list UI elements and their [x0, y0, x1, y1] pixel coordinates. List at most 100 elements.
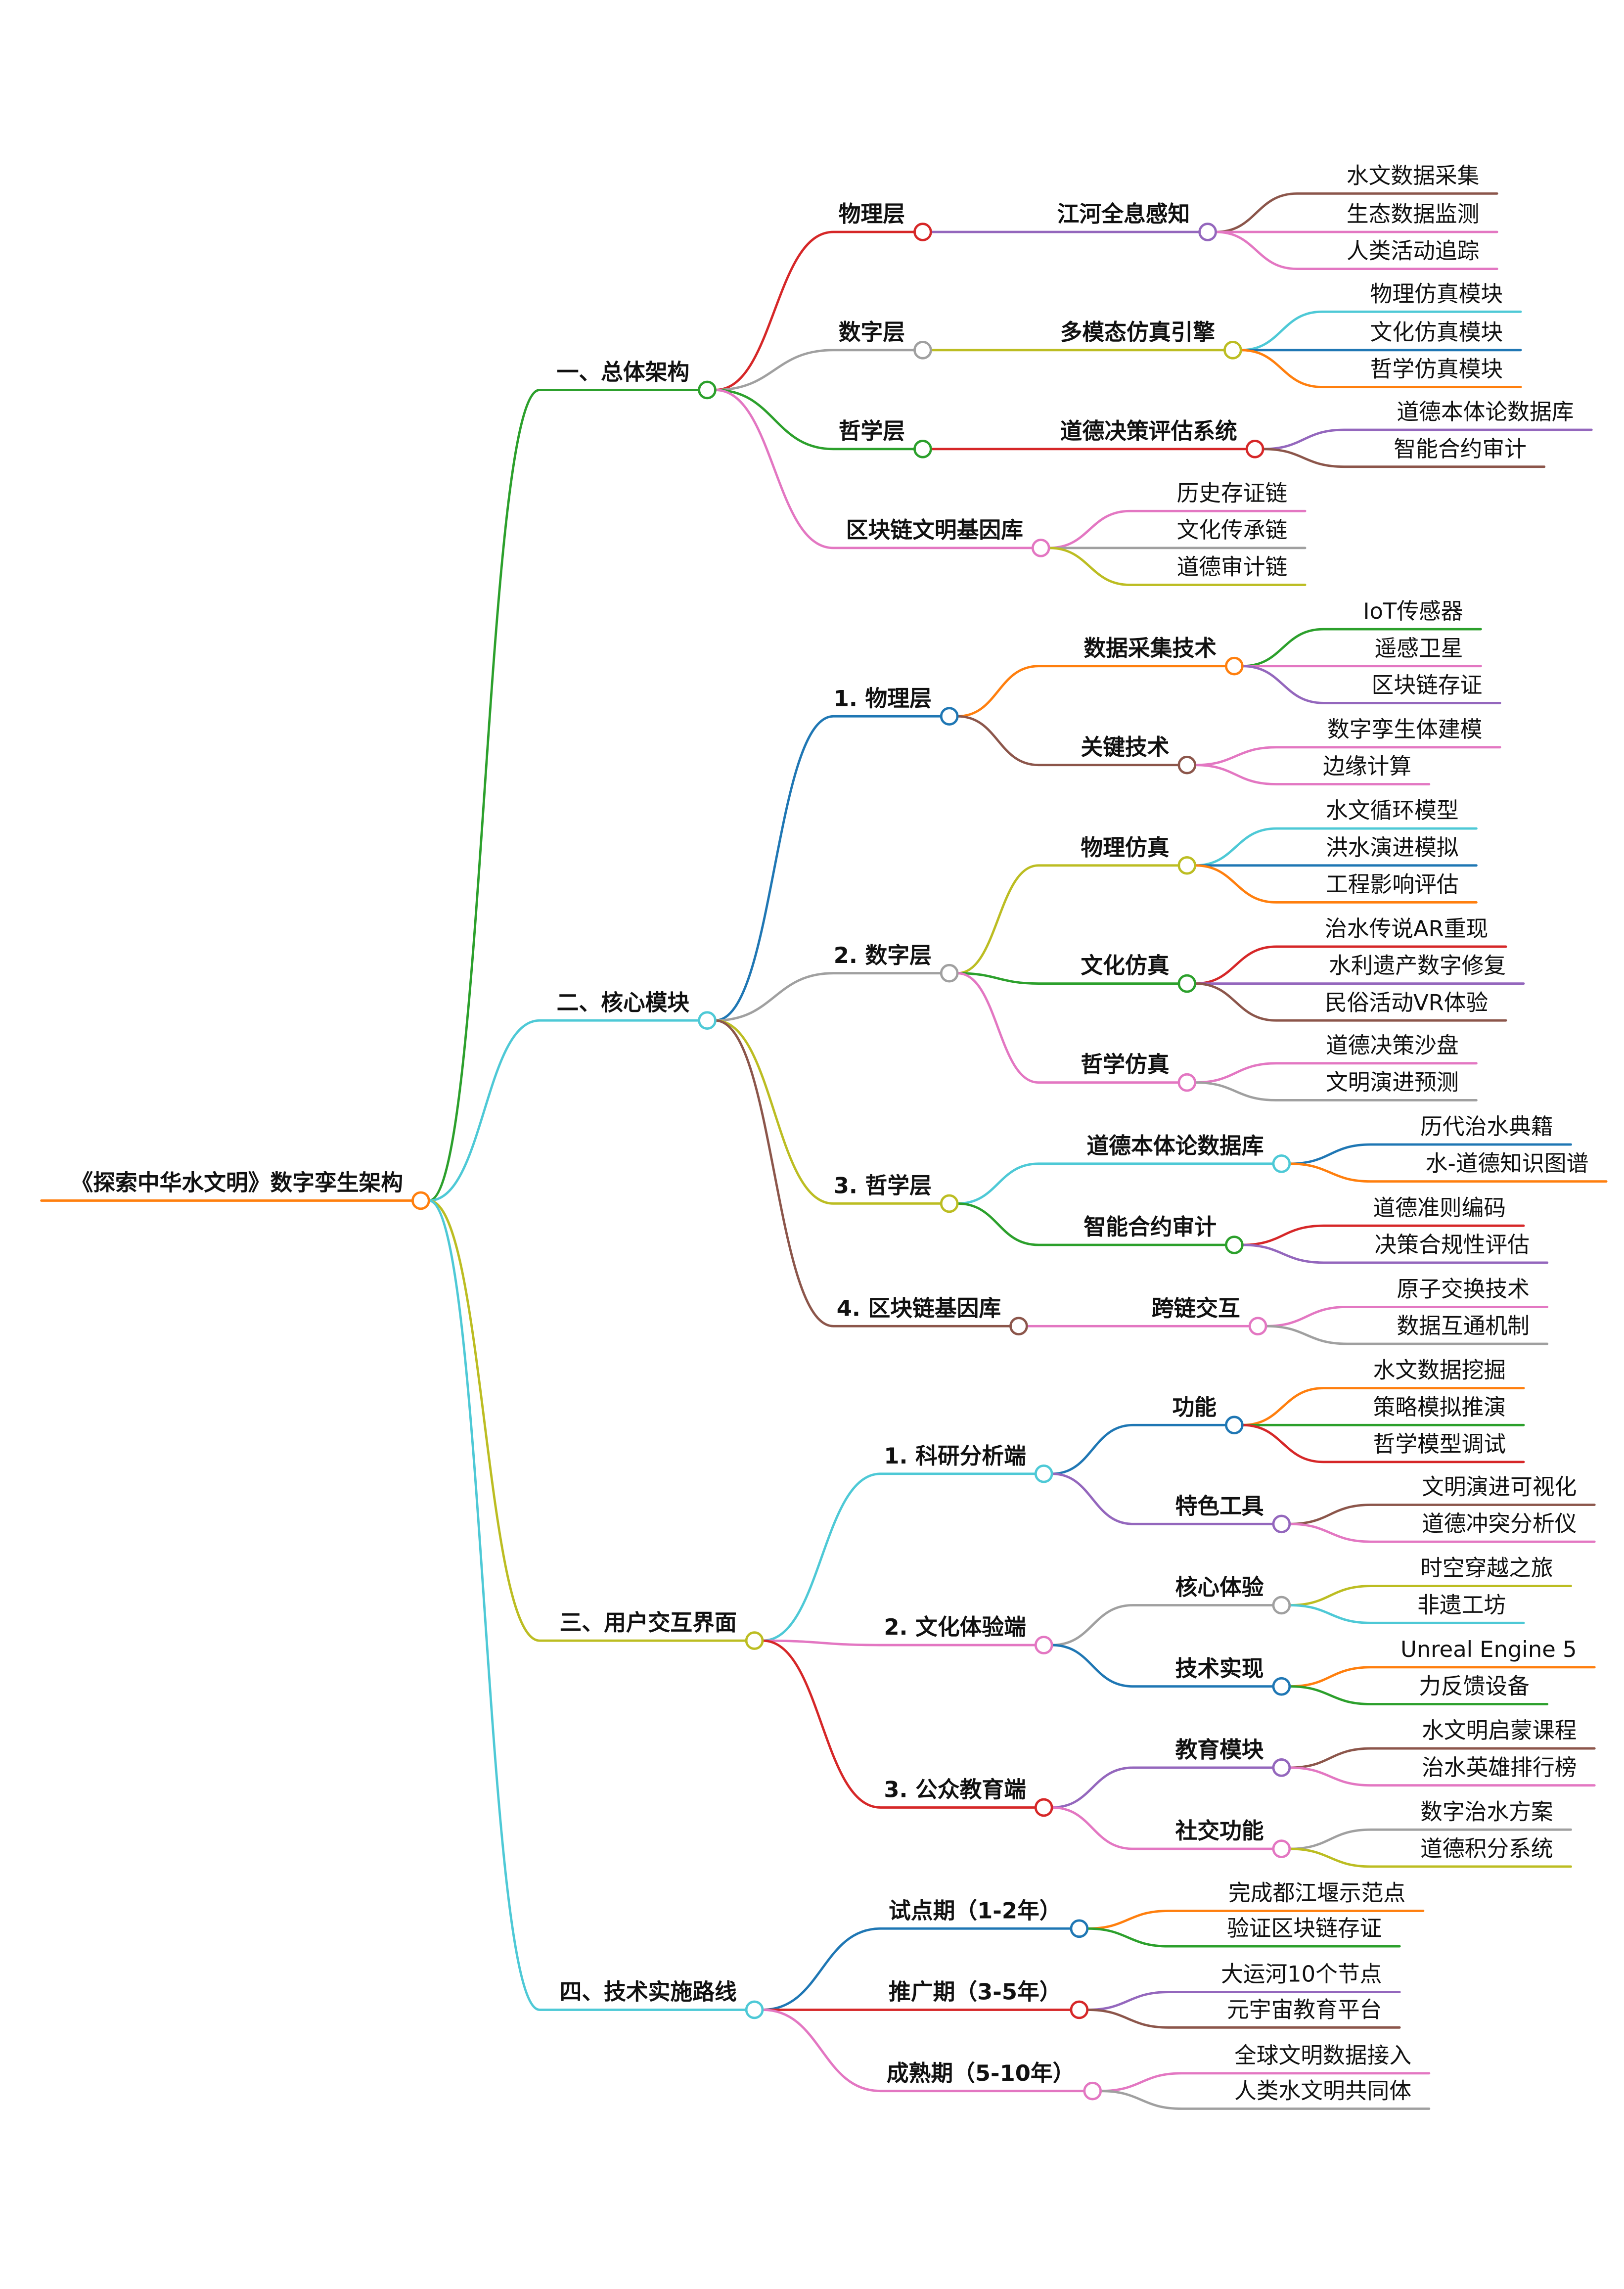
collapse-toggle-icon[interactable]: [1245, 440, 1264, 458]
collapse-toggle-icon[interactable]: [940, 707, 959, 726]
collapse-toggle-icon[interactable]: [913, 341, 932, 360]
branch-line: [1194, 982, 1507, 1022]
leaf-node-label: Unreal Engine 5: [1400, 1636, 1577, 1662]
branch-line: [1086, 2009, 1401, 2029]
collapse-toggle-icon[interactable]: [1272, 1154, 1291, 1173]
branch-node-label: 2. 文化体验端: [884, 1614, 1026, 1640]
collapse-toggle-icon[interactable]: [1034, 1798, 1053, 1817]
collapse-toggle-icon[interactable]: [1272, 1514, 1291, 1534]
branch-node-label: 二、核心模块: [557, 989, 690, 1015]
branch-line: [427, 389, 709, 1202]
collapse-toggle-icon[interactable]: [1070, 1919, 1089, 1938]
leaf-node-label: 物理仿真模块: [1370, 280, 1503, 307]
collapse-toggle-icon[interactable]: [1177, 1073, 1197, 1092]
branch-line: [1215, 230, 1498, 271]
collapse-toggle-icon[interactable]: [1031, 539, 1050, 557]
collapse-toggle-icon[interactable]: [1223, 341, 1242, 360]
leaf-node-label: 智能合约审计: [1394, 436, 1527, 462]
collapse-toggle-icon[interactable]: [1272, 1596, 1291, 1615]
branch-line: [1050, 1423, 1236, 1475]
leaf-node-label: 大运河10个节点: [1221, 1961, 1382, 1987]
collapse-toggle-icon[interactable]: [1198, 223, 1217, 241]
leaf-node-label: 水文循环模型: [1326, 797, 1459, 824]
branch-line: [1262, 448, 1546, 468]
collapse-toggle-icon[interactable]: [1177, 856, 1197, 875]
branch-line: [714, 1019, 1020, 1328]
collapse-toggle-icon[interactable]: [913, 440, 932, 458]
leaf-node-label: 水文数据采集: [1347, 162, 1480, 188]
collapse-toggle-icon[interactable]: [1225, 656, 1244, 676]
branch-node-label: 文化仿真: [1081, 953, 1169, 979]
collapse-toggle-icon[interactable]: [1225, 1416, 1244, 1435]
branch-node-label: 功能: [1172, 1394, 1217, 1420]
collapse-toggle-icon[interactable]: [1177, 974, 1197, 993]
collapse-toggle-icon[interactable]: [1177, 755, 1197, 775]
collapse-toggle-icon[interactable]: [940, 963, 959, 983]
leaf-node-label: 水-道德知识图谱: [1426, 1150, 1589, 1177]
leaf-node-label: 非遗工坊: [1417, 1592, 1506, 1618]
leaf-node-label: 工程影响评估: [1326, 871, 1459, 897]
collapse-toggle-icon[interactable]: [698, 380, 717, 400]
branch-node-label: 数字层: [839, 319, 905, 345]
collapse-toggle-icon[interactable]: [411, 1191, 430, 1210]
collapse-toggle-icon[interactable]: [1083, 2081, 1102, 2101]
collapse-toggle-icon[interactable]: [1009, 1317, 1028, 1336]
collapse-toggle-icon[interactable]: [698, 1011, 717, 1030]
branch-node-label: 哲学层: [839, 418, 905, 444]
leaf-node-label: 民俗活动VR体验: [1325, 989, 1488, 1015]
leaf-node-label: 力反馈设备: [1419, 1673, 1530, 1699]
branch-node-label: 物理层: [839, 201, 905, 227]
collapse-toggle-icon[interactable]: [1225, 1236, 1244, 1254]
branch-line: [956, 1162, 1283, 1205]
leaf-node-label: 道德审计链: [1176, 554, 1287, 580]
branch-node-label: 社交功能: [1175, 1818, 1263, 1844]
leaf-node-label: 人类活动追踪: [1347, 238, 1480, 264]
collapse-toggle-icon[interactable]: [1034, 1636, 1053, 1654]
branch-line: [1194, 746, 1501, 767]
collapse-toggle-icon[interactable]: [1272, 1758, 1291, 1777]
branch-line: [1288, 1585, 1572, 1606]
branch-line: [427, 1199, 756, 2011]
branch-line: [1050, 1472, 1283, 1525]
collapse-toggle-icon[interactable]: [940, 1194, 959, 1213]
branch-node-label: 区块链文明基因库: [846, 517, 1023, 543]
collapse-toggle-icon[interactable]: [1272, 1839, 1291, 1858]
leaf-node-label: 历代治水典籍: [1420, 1113, 1553, 1140]
collapse-toggle-icon[interactable]: [1248, 1317, 1267, 1336]
branch-line: [956, 864, 1188, 975]
branch-line: [956, 1202, 1236, 1246]
branch-line: [1047, 547, 1307, 586]
leaf-node-label: 道德本体论数据库: [1397, 399, 1574, 425]
branch-line: [1215, 192, 1498, 233]
branch-node-label: 特色工具: [1175, 1493, 1263, 1519]
branch-line: [1099, 2090, 1431, 2110]
leaf-node-label: 数字孪生体建模: [1327, 716, 1482, 742]
branch-node-label: 哲学仿真: [1081, 1052, 1169, 1078]
leaf-node-label: 哲学模型调试: [1373, 1431, 1506, 1457]
collapse-toggle-icon[interactable]: [1034, 1464, 1053, 1483]
node-labels: 《探索中华水文明》数字孪生架构一、总体架构物理层江河全息感知水文数据采集生态数据…: [71, 162, 1589, 2104]
branch-line: [761, 1927, 1081, 2011]
branch-node-label: 江河全息感知: [1057, 201, 1190, 227]
branch-line: [1194, 1081, 1478, 1101]
branch-node-label: 试点期（1-2年）: [889, 1897, 1061, 1923]
leaf-node-label: 水利遗产数字修复: [1329, 953, 1506, 979]
branch-line: [1241, 1224, 1525, 1246]
branch-line: [1194, 1062, 1478, 1084]
collapse-toggle-icon[interactable]: [745, 2000, 764, 2019]
leaf-node-label: IoT传感器: [1363, 598, 1463, 624]
leaf-node-label: 生态数据监测: [1347, 201, 1480, 227]
branch-line: [1288, 1522, 1596, 1543]
leaf-node-label: 元宇宙教育平台: [1227, 1996, 1382, 2022]
branch-lines: [40, 192, 1608, 2110]
leaf-node-label: 数字治水方案: [1420, 1798, 1553, 1825]
collapse-toggle-icon[interactable]: [1070, 2000, 1089, 2019]
collapse-toggle-icon[interactable]: [1272, 1677, 1291, 1696]
leaf-node-label: 原子交换技术: [1397, 1276, 1530, 1302]
branch-node-label: 成熟期（5-10年）: [887, 2060, 1075, 2086]
leaf-node-label: 哲学仿真模块: [1370, 356, 1503, 382]
collapse-toggle-icon[interactable]: [913, 223, 932, 241]
collapse-toggle-icon[interactable]: [745, 1631, 764, 1650]
branch-node-label: 关键技术: [1081, 734, 1169, 760]
branch-line: [1241, 628, 1482, 668]
